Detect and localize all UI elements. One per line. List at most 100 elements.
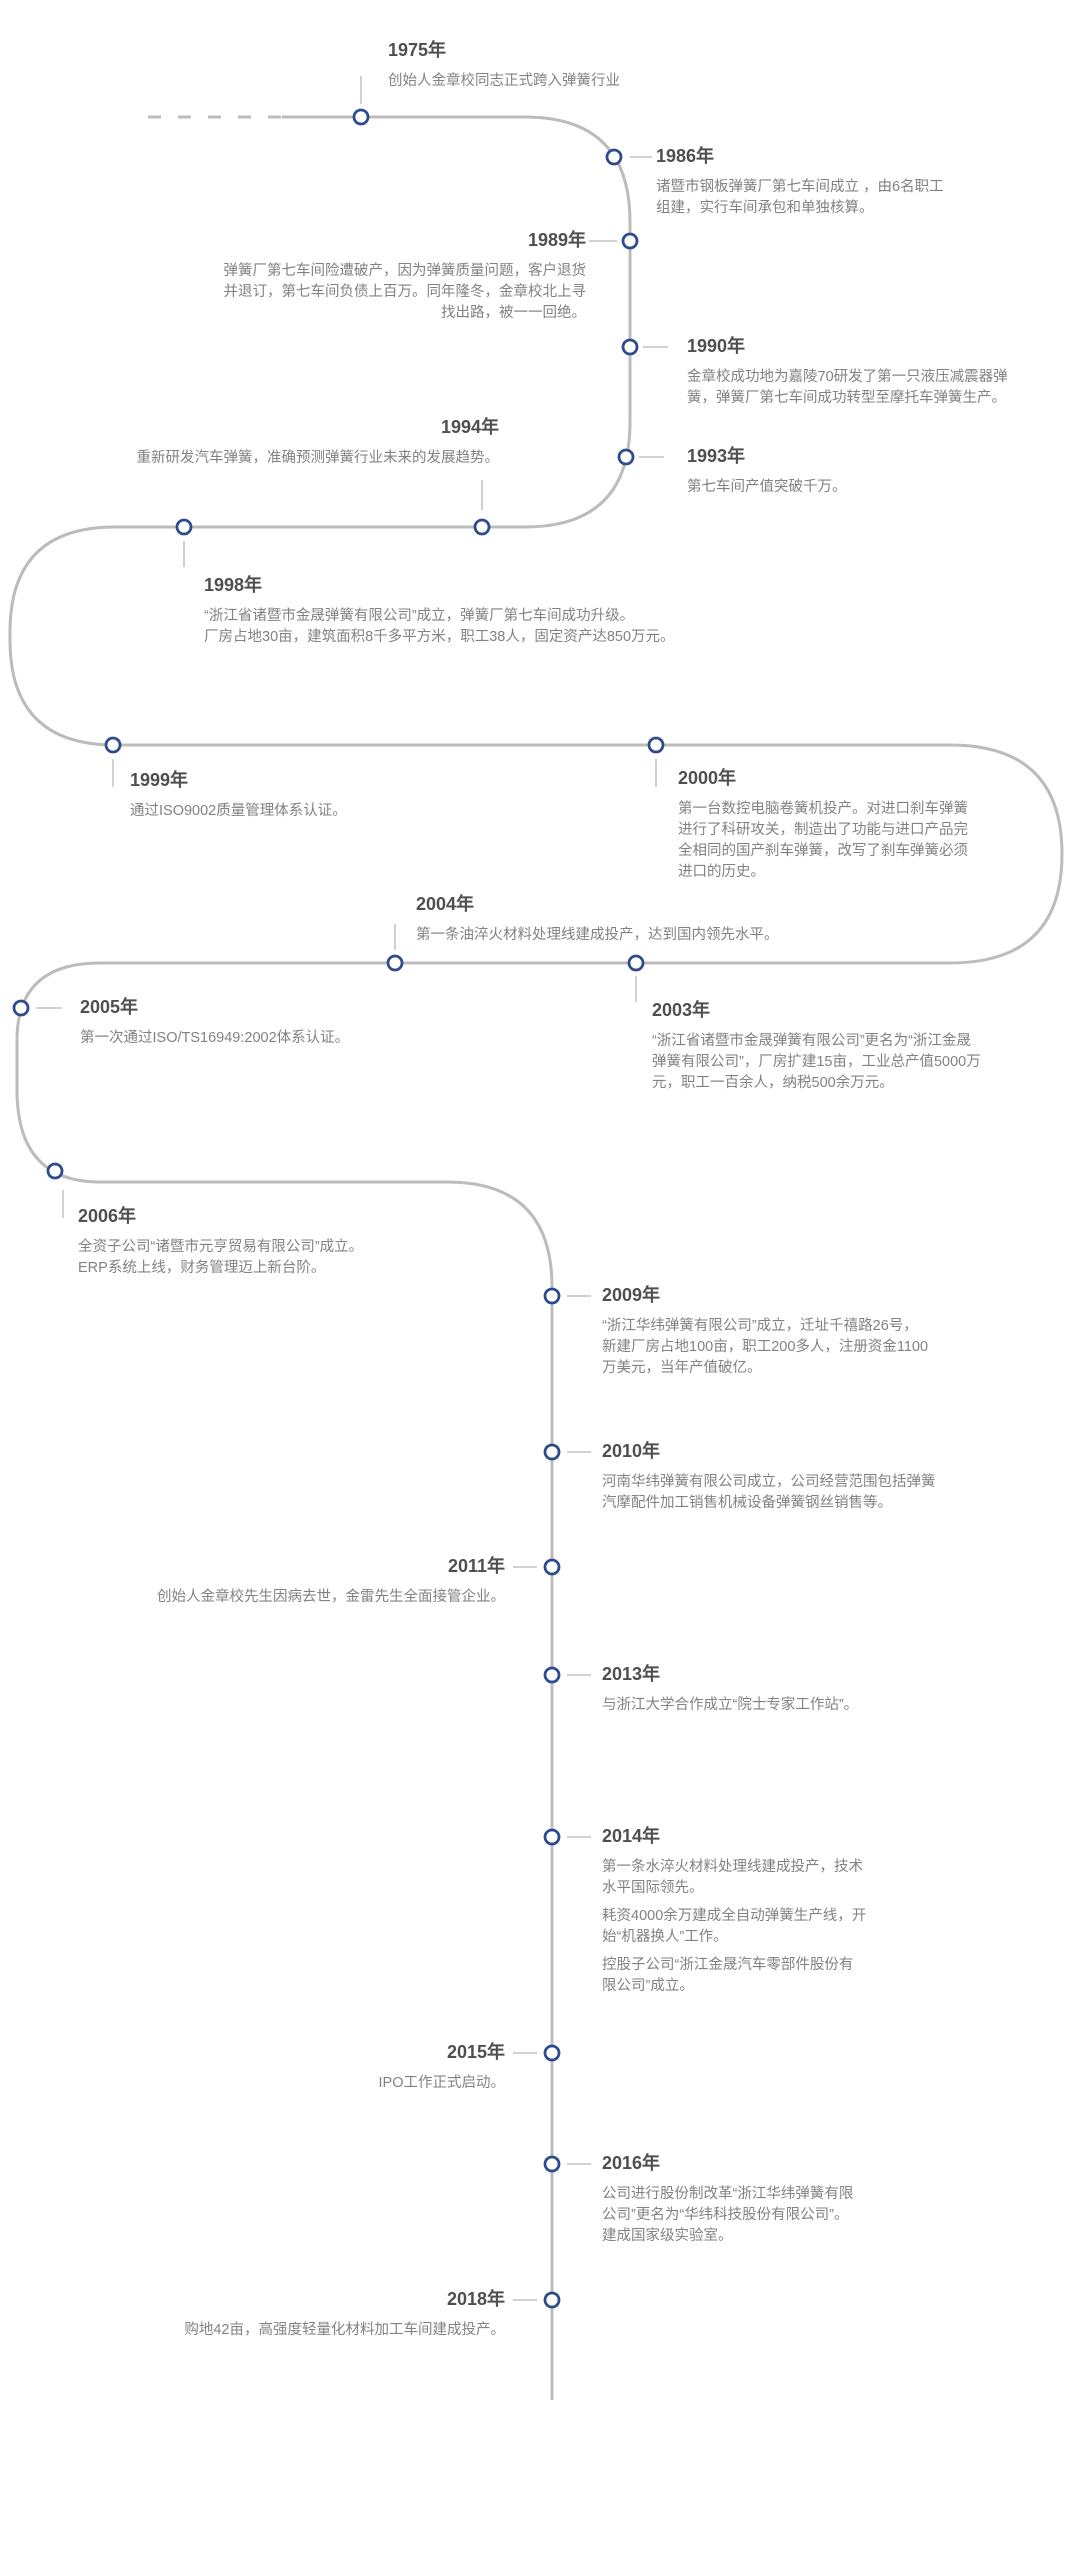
event-desc-line: 耗资4000余万建成全自动弹簧生产线，开 (602, 1908, 867, 1924)
timeline-event-1989: 1989年 弹簧厂第七车间险遭破产，因为弹簧质量问题，客户退货 并退订，第七车间… (224, 230, 587, 324)
event-desc-line: 厂房占地30亩，建筑面积8千多平方米，职工38人，固定资产达850万元。 (204, 629, 675, 645)
timeline-event-1998: 1998年 “浙江省诸暨市金晟弹簧有限公司”成立，弹簧厂第七车间成功升级。 厂房… (204, 575, 675, 648)
event-desc-line: 新建厂房占地100亩，职工200多人，注册资金1100 (602, 1339, 929, 1355)
event-desc-line: 进口的历史。 (678, 864, 765, 880)
timeline-node-1998 (175, 518, 193, 536)
timeline-node-1999 (104, 736, 122, 754)
event-desc-line: 弹簧有限公司”，厂房扩建15亩，工业总产值5000万 (652, 1054, 981, 1070)
event-desc-line: “浙江省诸暨市金晟弹簧有限公司”更名为“浙江金晟 (652, 1033, 971, 1049)
event-year: 2014年 (602, 1826, 661, 1846)
timeline-event-1990: 1990年 金章校成功地为嘉陵70研发了第一只液压减震器弹 簧，弹簧厂第七车间成… (687, 336, 1008, 409)
event-year: 2006年 (78, 1206, 137, 1226)
timeline-path (8, 115, 1064, 2400)
timeline-node-1990 (621, 338, 639, 356)
timeline-node-2014 (543, 1828, 561, 1846)
event-desc-line: 簧，弹簧厂第七车间成功转型至摩托车弹簧生产。 (687, 390, 1006, 406)
event-year: 2003年 (652, 1000, 711, 1020)
event-year: 2011年 (447, 1556, 505, 1576)
event-year: 1989年 (527, 230, 586, 250)
event-desc-line: 元，职工一百余人，纳税500余万元。 (652, 1075, 894, 1091)
timeline-event-2005: 2005年 第一次通过ISO/TS16949:2002体系认证。 (80, 997, 349, 1049)
event-desc-line: 进行了科研攻关，制造出了功能与进口产品完 (678, 822, 968, 838)
event-desc-line: 组建，实行车间承包和单独核算。 (656, 200, 874, 216)
timeline-event-2016: 2016年 公司进行股份制改革“浙江华纬弹簧有限 公司”更名为“华纬科技股份有限… (602, 2153, 853, 2247)
event-desc-line: 公司进行股份制改革“浙江华纬弹簧有限 (602, 2186, 854, 2202)
event-desc-line: 第一条水淬火材料处理线建成投产，技术 (602, 1859, 863, 1875)
event-desc-line: IPO工作正式启动。 (378, 2075, 505, 2091)
timeline-event-2011: 2011年 创始人金章校先生因病去世，金雷先生全面接管企业。 (157, 1556, 505, 1608)
timeline-node-2005 (12, 999, 30, 1017)
timeline-event-2004: 2004年 第一条油淬火材料处理线建成投产，达到国内领先水平。 (416, 894, 779, 946)
timeline-ticks (36, 76, 668, 2301)
timeline-node-2010 (543, 1443, 561, 1461)
timeline-node-1994 (473, 518, 491, 536)
event-year: 1999年 (130, 770, 189, 790)
event-desc-line: 创始人金章校同志正式跨入弹簧行业 (388, 73, 620, 89)
event-desc-line: 控股子公司“浙江金晟汽车零部件股份有 (602, 1957, 854, 1973)
event-year: 1990年 (687, 336, 746, 356)
timeline-event-2010: 2010年 河南华纬弹簧有限公司成立，公司经营范围包括弹簧 汽摩配件加工销售机械… (602, 1441, 936, 1514)
event-year: 2009年 (602, 1285, 661, 1305)
event-year: 2013年 (602, 1664, 661, 1684)
timeline-node-2009 (543, 1287, 561, 1305)
event-desc-line: 与浙江大学合作成立“院士专家工作站”。 (602, 1697, 859, 1713)
timeline-node-2015 (543, 2044, 561, 2062)
event-year: 2018年 (446, 2289, 505, 2309)
timeline-node-2018 (543, 2291, 561, 2309)
event-desc-line: 河南华纬弹簧有限公司成立，公司经营范围包括弹簧 (602, 1474, 936, 1490)
timeline-event-1975: 1975年 创始人金章校同志正式跨入弹簧行业 (388, 40, 620, 92)
timeline-event-1993: 1993年 第七车间产值突破千万。 (687, 446, 847, 498)
event-desc-line: 创始人金章校先生因病去世，金雷先生全面接管企业。 (157, 1589, 505, 1605)
event-desc-line: 找出路，被一一回绝。 (441, 305, 586, 321)
event-year: 2016年 (602, 2153, 661, 2173)
timeline-event-1994: 1994年 重新研发汽车弹簧，准确预测弹簧行业未来的发展趋势。 (137, 417, 500, 469)
event-year: 2004年 (416, 894, 475, 914)
timeline-node-2004 (386, 954, 404, 972)
timeline-node-2011 (543, 1558, 561, 1576)
timeline-node-2000 (647, 736, 665, 754)
timeline-node-2006 (46, 1162, 64, 1180)
timeline-event-2000: 2000年 第一台数控电脑卷簧机投产。对进口刹车弹簧 进行了科研攻关，制造出了功… (678, 768, 968, 883)
timeline-node-2016 (543, 2155, 561, 2173)
event-desc-line: 水平国际领先。 (602, 1880, 704, 1896)
event-year: 2000年 (678, 768, 737, 788)
event-desc-line: 通过ISO9002质量管理体系认证。 (130, 803, 347, 819)
event-year: 1986年 (656, 146, 715, 166)
timeline-node-2013 (543, 1666, 561, 1684)
event-desc-line: 万美元，当年产值破亿。 (602, 1360, 762, 1376)
timeline-event-2013: 2013年 与浙江大学合作成立“院士专家工作站”。 (602, 1664, 858, 1716)
timeline-event-2009: 2009年 “浙江华纬弹簧有限公司”成立，迁址千禧路26号， 新建厂房占地100… (602, 1285, 928, 1379)
event-desc-line: 重新研发汽车弹簧，准确预测弹簧行业未来的发展趋势。 (136, 450, 500, 466)
event-desc-line: 第一次通过ISO/TS16949:2002体系认证。 (80, 1030, 350, 1046)
event-desc-line: 第一条油淬火材料处理线建成投产，达到国内领先水平。 (416, 927, 779, 943)
event-desc-line: 全相同的国产刹车弹簧，改写了刹车弹簧必须 (678, 843, 968, 859)
event-desc-line: 公司”更名为“华纬科技股份有限公司”。 (602, 2207, 849, 2223)
event-year: 1998年 (204, 575, 263, 595)
event-desc-line: 购地42亩，高强度轻量化材料加工车间建成投产。 (184, 2322, 505, 2338)
event-desc-line: 金章校成功地为嘉陵70研发了第一只液压减震器弹 (687, 369, 1008, 385)
timeline-event-2015: 2015年 IPO工作正式启动。 (379, 2042, 505, 2094)
event-desc-line: 始“机器换人”工作。 (602, 1929, 728, 1945)
timeline-event-2003: 2003年 “浙江省诸暨市金晟弹簧有限公司”更名为“浙江金晟 弹簧有限公司”，厂… (652, 1000, 981, 1094)
timeline-node-1975 (352, 108, 370, 126)
event-year: 1994年 (440, 417, 499, 437)
event-desc-line: ERP系统上线，财务管理迈上新台阶。 (78, 1260, 326, 1276)
timeline-event-2014: 2014年 第一条水淬火材料处理线建成投产，技术 水平国际领先。 耗资4000余… (602, 1826, 866, 1997)
timeline-node-1989 (621, 232, 639, 250)
timeline-node-1993 (617, 448, 635, 466)
event-year: 1975年 (388, 40, 447, 60)
event-desc-line: “浙江省诸暨市金晟弹簧有限公司”成立，弹簧厂第七车间成功升级。 (204, 608, 635, 624)
event-year: 2010年 (602, 1441, 661, 1461)
event-desc-line: 第一台数控电脑卷簧机投产。对进口刹车弹簧 (678, 801, 968, 817)
timeline-event-1999: 1999年 通过ISO9002质量管理体系认证。 (130, 770, 347, 822)
event-desc-line: 弹簧厂第七车间险遭破产，因为弹簧质量问题，客户退货 (223, 263, 587, 279)
event-desc-line: 并退订，第七车间负债上百万。同年隆冬，金章校北上寻 (223, 284, 587, 300)
event-desc-line: 限公司”成立。 (602, 1978, 694, 1994)
event-year: 2015年 (446, 2042, 505, 2062)
event-desc-line: 建成国家级实验室。 (602, 2228, 733, 2244)
timeline-nodes (12, 108, 665, 2309)
timeline-event-2018: 2018年 购地42亩，高强度轻量化材料加工车间建成投产。 (184, 2289, 505, 2341)
timeline-node-2003 (627, 954, 645, 972)
